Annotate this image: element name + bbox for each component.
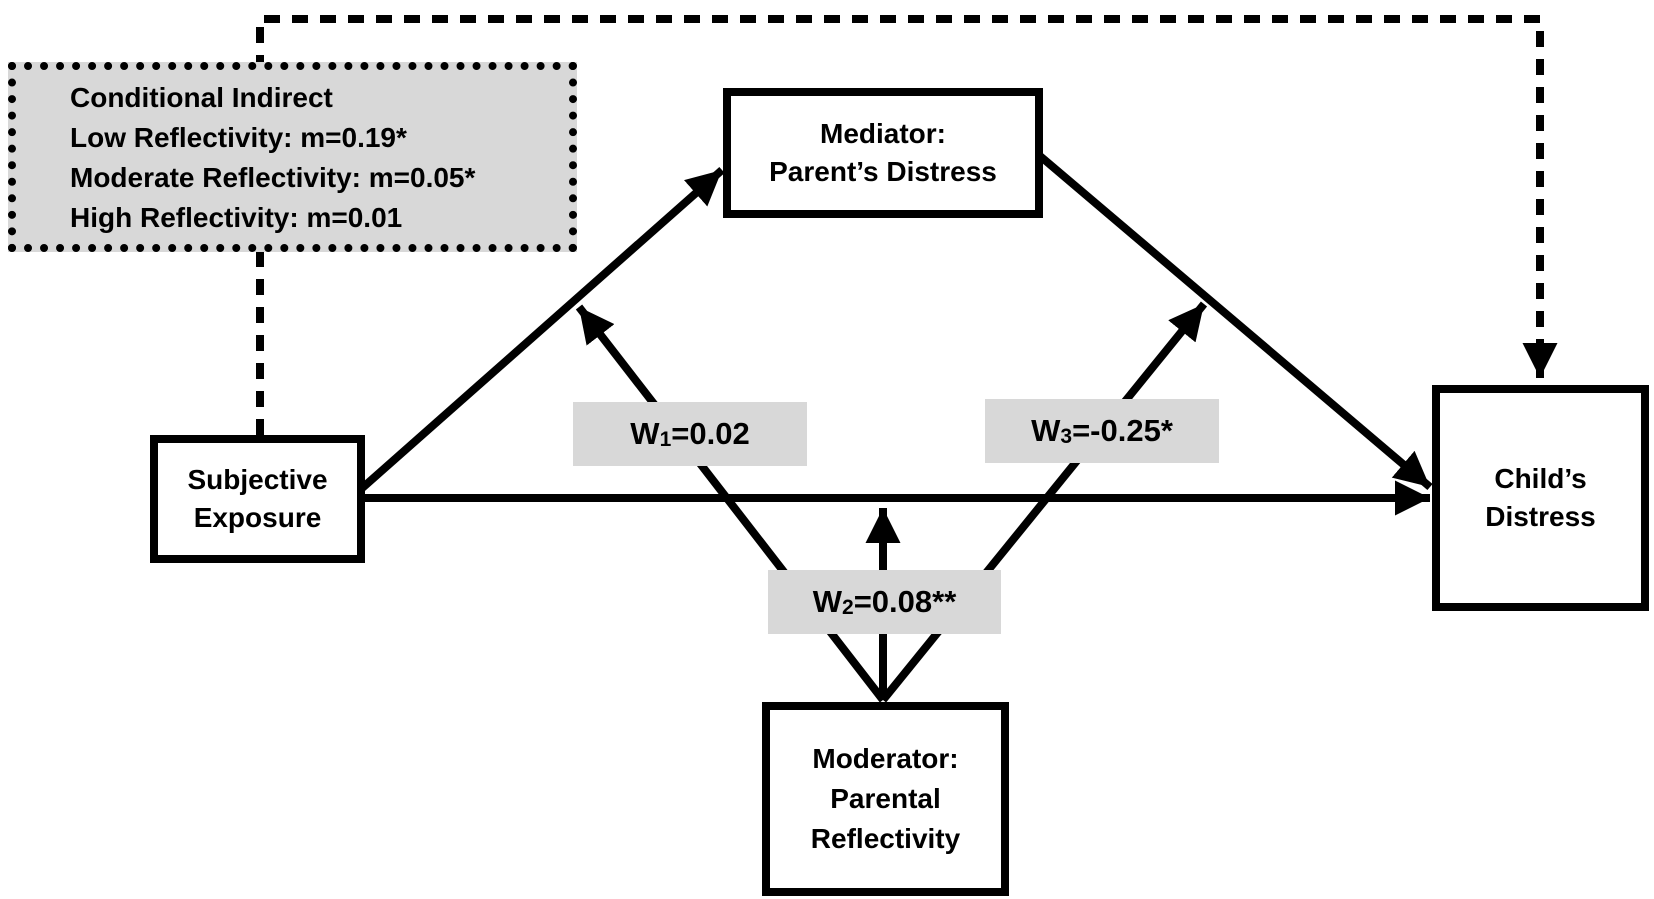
edge-moderator-to-a-path — [575, 304, 887, 703]
edge-mediator-to-child — [1037, 152, 1433, 491]
w3-symbol: W — [1031, 413, 1061, 448]
exposure-label-line2: Exposure — [193, 502, 322, 533]
conditional-indirect-box: Conditional Indirect Low Reflectivity: m… — [8, 62, 577, 252]
moderator-label-line3: Reflectivity — [810, 823, 961, 854]
edge-moderator-to-b-path — [879, 301, 1208, 703]
edge-exposure-to-mediator — [357, 167, 725, 493]
conditional-high-reflectivity: High Reflectivity: m=0.01 — [70, 202, 403, 233]
conditional-low-reflectivity: Low Reflectivity: m=0.19* — [70, 122, 407, 153]
w1-value: =0.02 — [671, 416, 750, 451]
w2-symbol: W — [812, 584, 842, 619]
mediator-node: Mediator: Parent’s Distress — [723, 88, 1043, 218]
w2-value: =0.08** — [853, 584, 957, 619]
conditional-moderate-reflectivity: Moderate Reflectivity: m=0.05* — [70, 162, 476, 193]
mediator-label-line1: Mediator: — [820, 118, 946, 149]
subjective-exposure-node: Subjective Exposure — [150, 435, 365, 563]
exposure-label-line1: Subjective — [187, 464, 328, 495]
w1-symbol: W — [630, 416, 660, 451]
w3-value: =-0.25* — [1072, 413, 1173, 448]
childs-distress-node: Child’s Distress — [1432, 385, 1649, 611]
child-label-line2: Distress — [1485, 501, 1596, 532]
mediator-label-line2: Parent’s Distress — [769, 156, 997, 187]
moderator-label-line1: Moderator: — [812, 743, 959, 774]
moderator-label-line2: Parental — [830, 783, 941, 814]
child-label-line1: Child’s — [1494, 463, 1587, 494]
conditional-indirect-title: Conditional Indirect — [70, 82, 333, 113]
moderator-node: Moderator: Parental Reflectivity — [762, 702, 1009, 896]
